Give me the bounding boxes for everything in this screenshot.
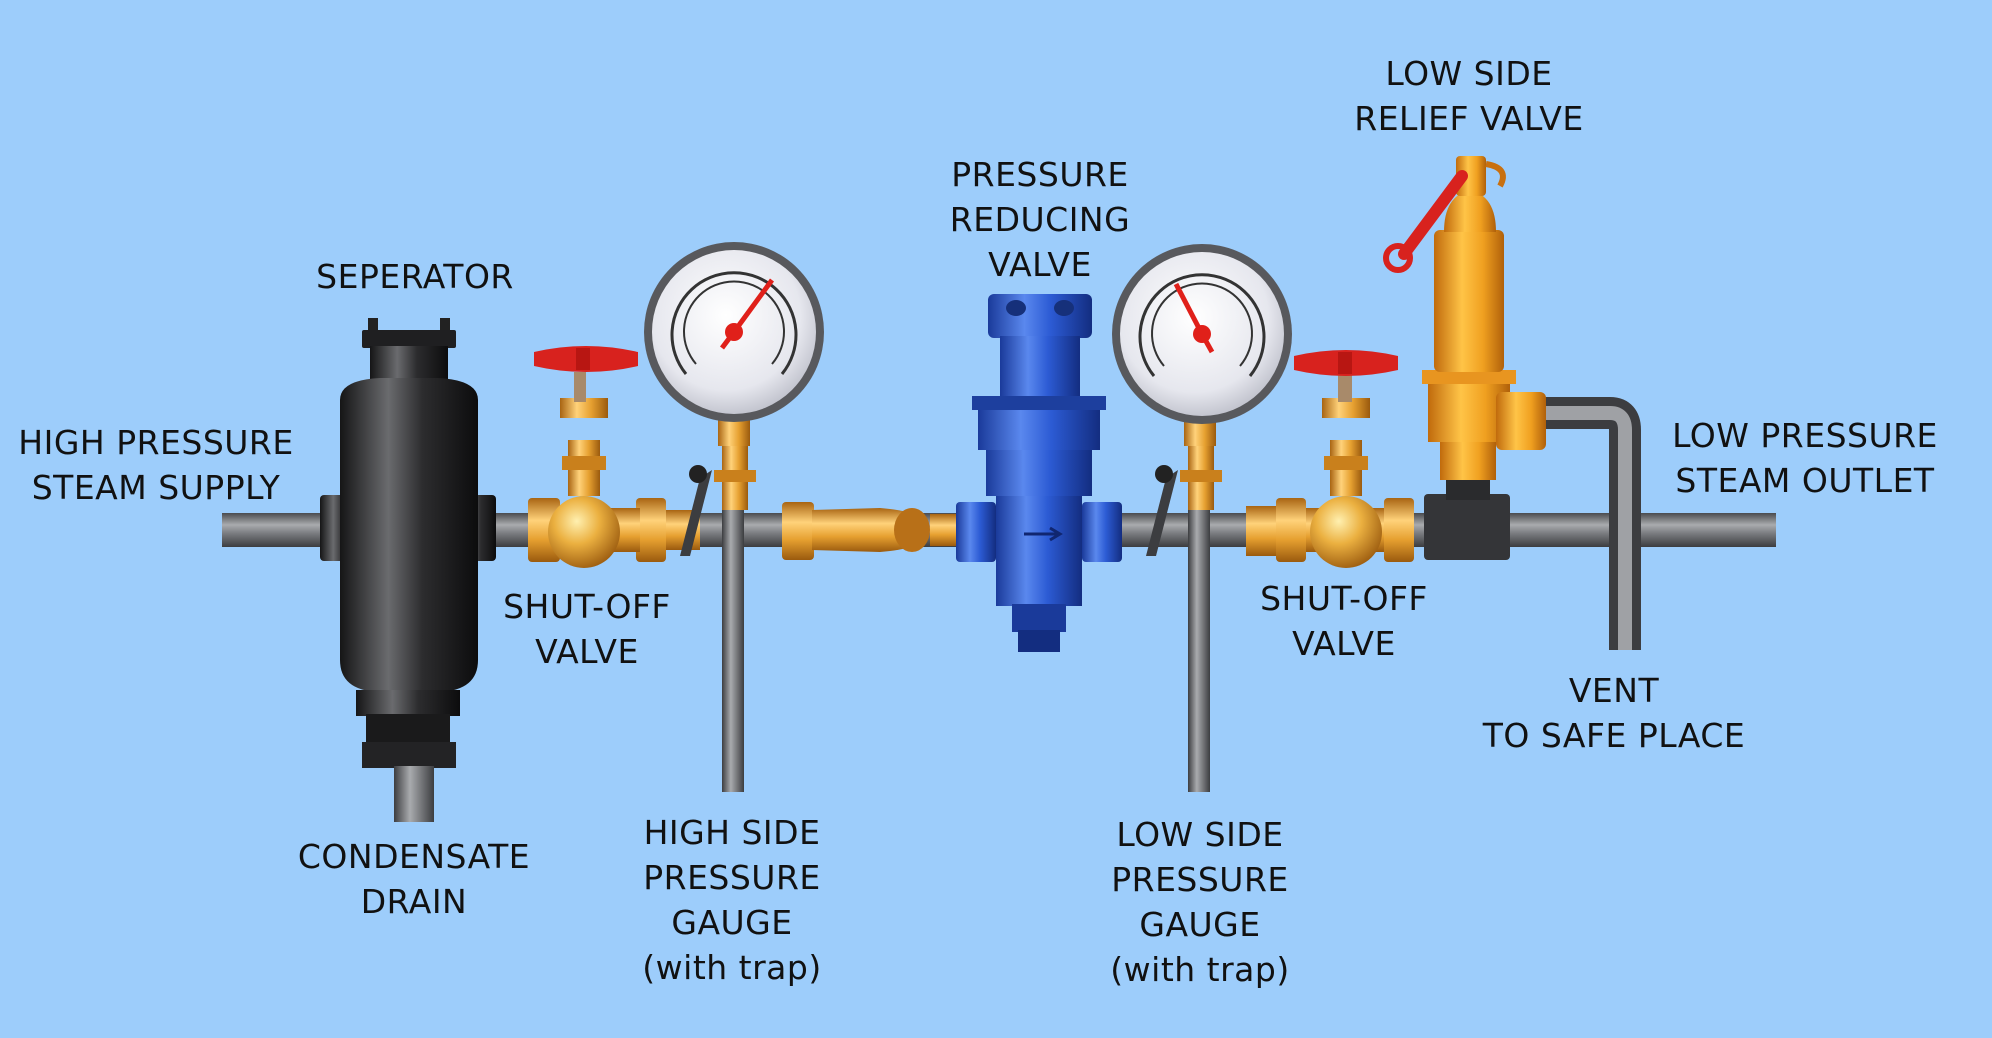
- high-side-gauge-icon: [644, 242, 824, 792]
- inline-fitting-icon: [782, 502, 958, 560]
- shutoff-valve-1-icon: [528, 346, 700, 568]
- low-side-gauge-icon: [1112, 244, 1292, 792]
- separator-icon: [320, 318, 496, 822]
- pressure-reducing-valve-icon: [956, 294, 1122, 652]
- shutoff-valve-2-icon: [1246, 350, 1414, 568]
- relief-valve-icon: [1383, 156, 1546, 560]
- label-separator: SEPERATOR: [316, 257, 514, 296]
- vent-pipe: [1538, 397, 1641, 650]
